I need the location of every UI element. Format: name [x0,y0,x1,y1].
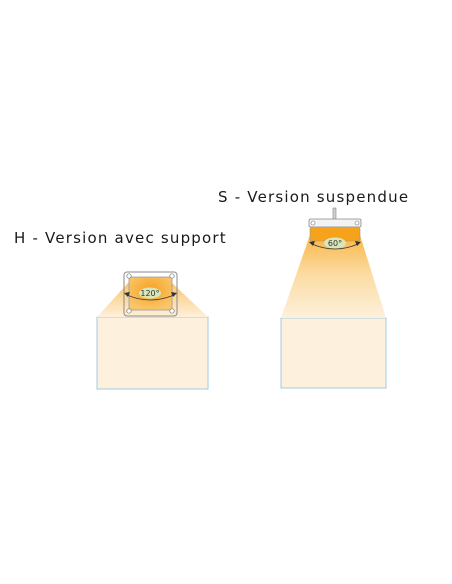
arrow-left-icon [309,241,315,246]
arrow-right-icon [171,292,177,297]
suspended-beam [281,232,386,318]
bolt-icon [169,273,175,279]
support-angle-label: 120° [140,289,159,298]
suspended-angle-ellipse [324,237,346,249]
suspension-rod [332,207,337,221]
support-heated-zone [96,316,209,390]
bolt-icon [126,273,132,279]
arrow-right-icon [355,241,361,246]
suspended-version-title: S - Version suspendue [218,188,410,206]
suspended-angle-arc [311,243,359,250]
support-frame [123,271,178,317]
suspended-version-group: 60° [280,207,387,389]
bolt-icon [310,220,316,226]
support-angle-arc [126,294,175,301]
bolt-icon [354,220,360,226]
support-version-title: H - Version avec support [14,229,227,247]
support-version-group: 120° [96,271,209,390]
suspended-angle-label: 60° [328,239,342,248]
suspension-bar [308,218,362,228]
bolt-icon [126,308,132,314]
suspended-heated-zone [280,317,387,389]
arrow-left-icon [124,292,130,297]
bolt-icon [169,308,175,314]
support-angle-ellipse [139,287,161,299]
